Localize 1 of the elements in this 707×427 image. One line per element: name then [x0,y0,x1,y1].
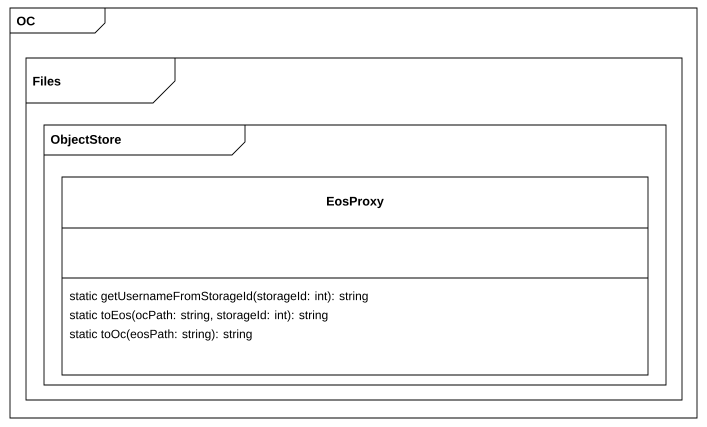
class-box: EosProxy static getUsernameFromStorageId(storageId: int): string static toEos(ocPath: string, storageId: int): string static toOc(eosPath: string): string [62,176,648,376]
